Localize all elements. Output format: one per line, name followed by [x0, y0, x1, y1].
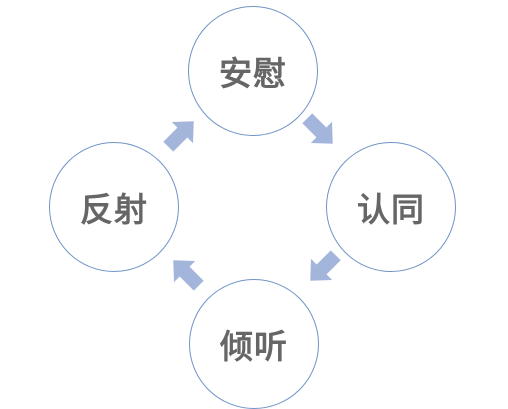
node-left: 反射	[49, 142, 179, 272]
arrow-bottom-to-left-icon	[173, 260, 204, 291]
node-right-label: 认同	[357, 190, 425, 229]
node-bottom: 倾听	[189, 279, 319, 409]
node-bottom-label: 倾听	[220, 327, 288, 366]
node-left-label: 反射	[80, 190, 148, 229]
arrow-left-to-top-icon	[163, 121, 194, 152]
node-top-label: 安慰	[219, 54, 287, 93]
node-top: 安慰	[188, 6, 318, 136]
node-right: 认同	[326, 142, 456, 272]
arrow-top-to-right-icon	[302, 113, 333, 144]
arrow-right-to-bottom-icon	[310, 250, 341, 281]
